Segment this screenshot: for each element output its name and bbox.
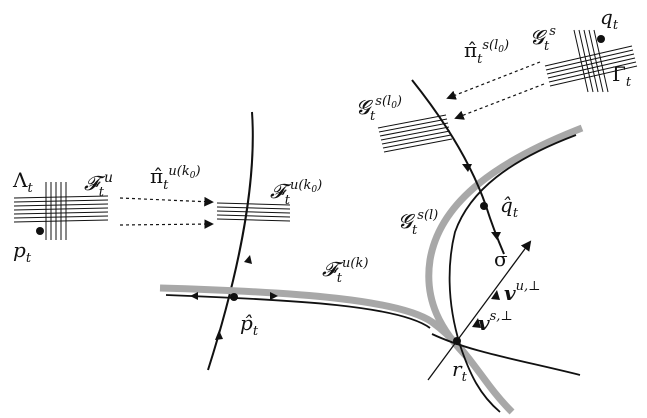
label-sigma: σ — [494, 247, 508, 271]
band-unstable — [159, 284, 515, 415]
p-hat-point — [230, 293, 238, 301]
q-t-point — [597, 35, 605, 43]
dashed-arrows-left — [119, 196, 214, 229]
label-p-t: pt — [13, 238, 32, 266]
sigma-line — [427, 240, 532, 381]
label-qhat-t: q̂t — [500, 193, 519, 221]
label-v-u-perp: vu,⊥ — [504, 279, 540, 305]
vector-arrows — [472, 290, 500, 328]
stable-right-arrows — [462, 164, 501, 240]
label-lambda-t: Λt — [12, 168, 33, 196]
stable-curve-arrows — [215, 255, 252, 340]
gamma-grid — [544, 29, 638, 93]
curve-right-upper — [448, 134, 577, 413]
label-gamma-t: Γt — [612, 62, 632, 90]
label-pi-sl0: π̂ts(l0) — [464, 38, 509, 67]
label-g-s: 𝓖ts — [530, 24, 556, 54]
r-t-point — [453, 337, 461, 345]
label-f-u: 𝓕tu — [84, 170, 113, 200]
label-phat-t: p̂t — [240, 311, 259, 339]
g-sl0-lines — [377, 114, 453, 153]
label-f-uk: 𝓕tu(k) — [322, 256, 368, 286]
p-t-point — [36, 227, 44, 235]
label-g-sl: 𝓖ts(l) — [398, 208, 438, 238]
q-hat-point — [480, 202, 488, 210]
dashed-arrows-right — [446, 61, 545, 120]
curve-right-lower — [431, 333, 581, 376]
lambda-grid — [13, 182, 109, 240]
label-g-sl0: 𝓖ts(l0) — [356, 94, 402, 124]
label-f-uk0: 𝓕tu(k0) — [270, 178, 322, 208]
stable-curve-right — [411, 79, 505, 255]
label-pi-uk0: π̂tu(k0) — [150, 164, 201, 193]
label-v-s-perp: vs,⊥ — [478, 309, 513, 335]
stable-curve-left — [207, 111, 254, 371]
curve-unstable — [165, 294, 431, 329]
f-uk0-lines — [216, 202, 291, 222]
label-q-t: qt — [600, 5, 619, 33]
band-stable — [425, 124, 584, 363]
unstable-arrows — [190, 292, 278, 300]
